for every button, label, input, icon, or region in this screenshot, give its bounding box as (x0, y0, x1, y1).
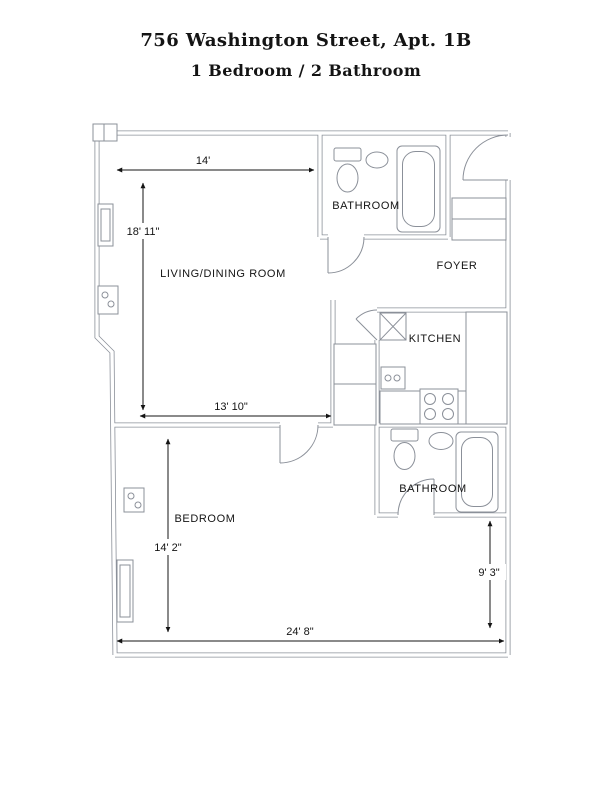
fridge-icon (379, 312, 407, 341)
dim-label-bedroom-height: 14' 2" (154, 542, 182, 554)
radiator-bedroom (116, 559, 134, 623)
listing-subtitle: 1 Bedroom / 2 Bathroom (190, 61, 422, 80)
room-label-foyer: FOYER (437, 260, 478, 272)
room-label-living-dining: LIVING/DINING ROOM (160, 268, 286, 280)
stove-icon (419, 388, 459, 425)
room-label-bathroom-bottom: BATHROOM (399, 483, 467, 495)
dim-label-right-height: 9' 3" (478, 567, 499, 579)
toilet-bottom-icon (390, 428, 419, 470)
closet-upper (333, 343, 377, 385)
kitchen-counter-right (465, 311, 508, 425)
dim-label-living-height: 18' 11" (127, 226, 160, 238)
entry-door-arc (462, 134, 509, 181)
closet-lower (333, 383, 377, 426)
bathtub-bottom-icon (455, 431, 499, 513)
room-label-kitchen: KITCHEN (409, 333, 461, 345)
fixtures-layer (92, 123, 508, 623)
dim-label-overall-width: 24' 8" (286, 626, 314, 638)
doors-layer (279, 134, 509, 516)
foyer-closet (451, 197, 507, 241)
dim-label-living-width: 14' (196, 155, 210, 167)
room-label-bathroom-top: BATHROOM (332, 200, 400, 212)
bathtub-top-icon (396, 145, 441, 233)
bedroom-door-arc (279, 424, 319, 464)
kitchen-sink-icon (380, 366, 406, 390)
toilet-top-icon (333, 147, 362, 193)
utility-box-bedroom (123, 487, 145, 513)
dimensions-layer: 14' 18' 11" 13' 10" 14' 2" 9' 3" 24' 8" (116, 155, 506, 644)
header: 756 Washington Street, Apt. 1B 1 Bedroom… (0, 30, 612, 80)
dim-label-living-bottom: 13' 10" (214, 401, 248, 413)
sink-top-icon (365, 151, 389, 169)
listing-title: 756 Washington Street, Apt. 1B (140, 30, 472, 51)
kitchen-door-arc (355, 309, 378, 341)
corner-column (92, 123, 118, 142)
window-radiator-living (97, 203, 114, 247)
room-labels-layer: LIVING/DINING ROOM BATHROOM FOYER KITCHE… (160, 200, 477, 525)
room-label-bedroom: BEDROOM (174, 513, 235, 525)
bathroom-top-door-arc (327, 236, 365, 274)
utility-box-living (97, 285, 119, 315)
sink-bottom-icon (428, 432, 454, 450)
bathroom-bottom-door-arc (397, 478, 435, 516)
